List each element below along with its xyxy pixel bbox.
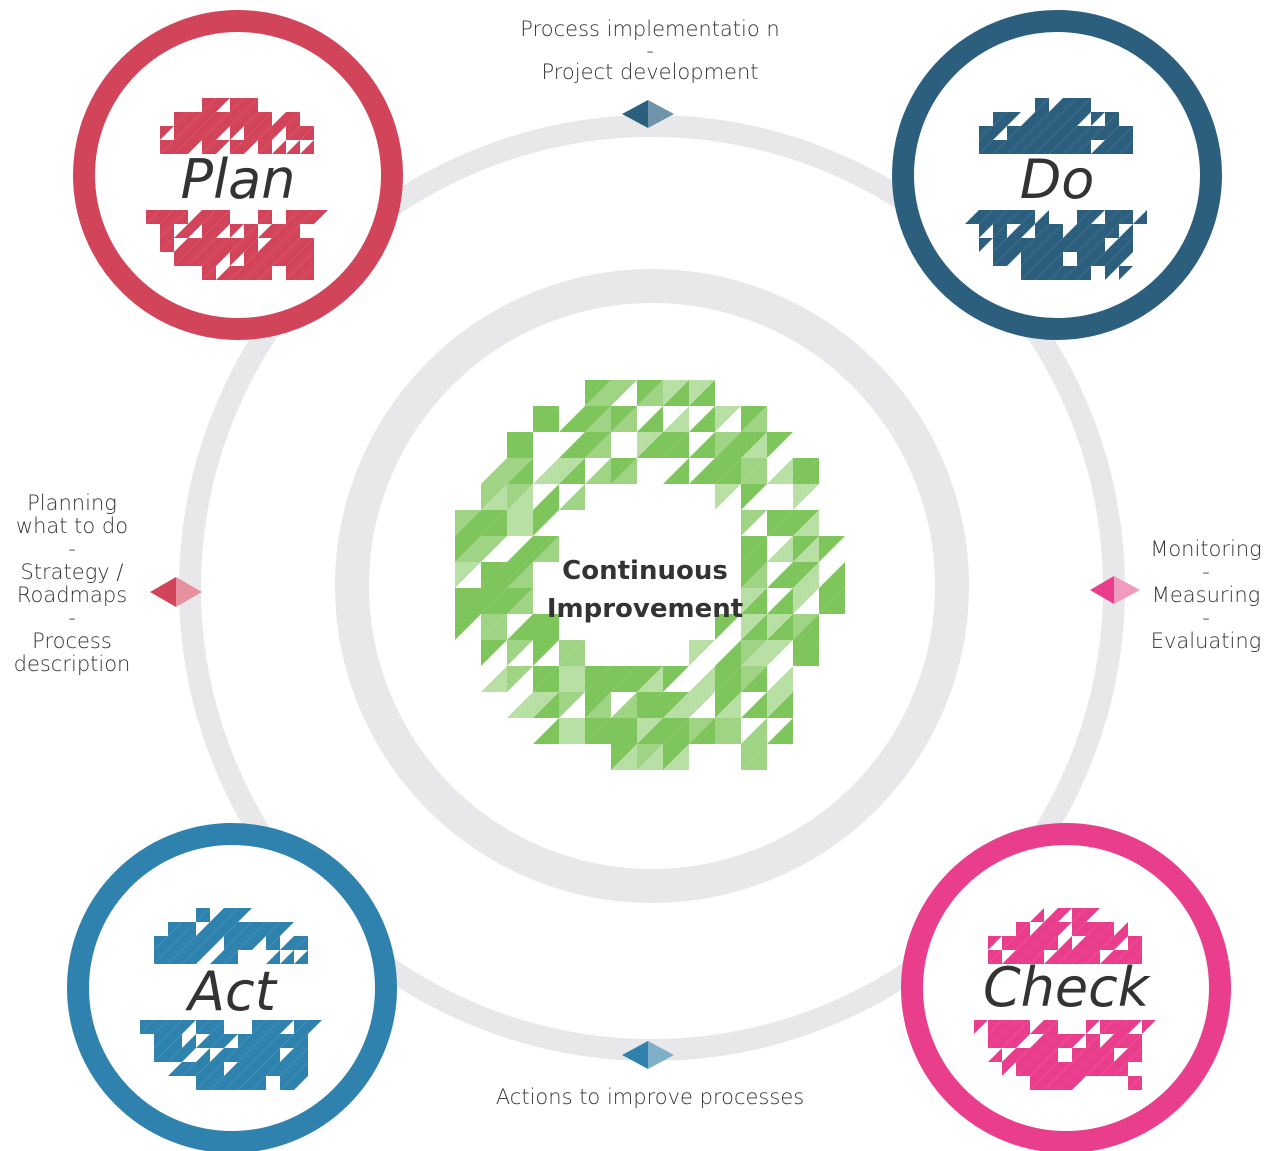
note-top-line: Process implementatio n (520, 17, 780, 41)
do-q-icon (965, 98, 1147, 280)
note-left: Planning what to do - Strategy / Roadmap… (4, 492, 140, 676)
act-q-icon (140, 908, 322, 1090)
do-circle (892, 10, 1222, 340)
note-bottom-line: Actions to improve processes (495, 1085, 805, 1109)
check-label: Check (982, 956, 1150, 1019)
plan-circle (73, 10, 403, 340)
arrow-top-icon (622, 100, 674, 128)
note-left-line: - (68, 606, 76, 630)
note-left-line: Strategy / (20, 560, 124, 584)
note-left-line: Planning (27, 491, 117, 515)
arrow-left-icon (150, 577, 202, 607)
note-right-line: - (1202, 606, 1210, 630)
note-top-line: Project development (541, 60, 759, 84)
note-top: Process implementatio n - Project develo… (480, 18, 820, 84)
arrow-right-icon (1090, 576, 1140, 604)
note-right-line: Evaluating (1150, 629, 1262, 653)
note-right-line: Measuring (1151, 583, 1261, 607)
check-q-icon (974, 908, 1156, 1090)
do-label: Do (1019, 148, 1095, 211)
arrow-bottom-icon (622, 1041, 674, 1069)
note-left-line: what to do (15, 514, 129, 538)
plan-label: Plan (180, 148, 296, 211)
note-left-line: Roadmaps (16, 583, 128, 607)
center-title-line2: Improvement (546, 594, 744, 624)
center-title: Continuous Improvement (520, 552, 770, 628)
plan-q-icon (146, 98, 328, 280)
act-circle (67, 823, 397, 1151)
note-right-line: - (1202, 560, 1210, 584)
center-title-line1: Continuous (562, 556, 728, 586)
act-label: Act (188, 960, 276, 1023)
note-right: Monitoring - Measuring - Evaluating (1136, 538, 1276, 653)
note-bottom: Actions to improve processes (440, 1086, 860, 1109)
check-circle (901, 823, 1231, 1151)
note-left-line: - (68, 537, 76, 561)
note-top-line: - (646, 39, 654, 63)
note-left-line: description (13, 652, 131, 676)
center-q-logo (455, 380, 845, 770)
inner-ring (335, 269, 969, 903)
note-left-line: Process (32, 629, 112, 653)
note-right-line: Monitoring (1150, 537, 1262, 561)
